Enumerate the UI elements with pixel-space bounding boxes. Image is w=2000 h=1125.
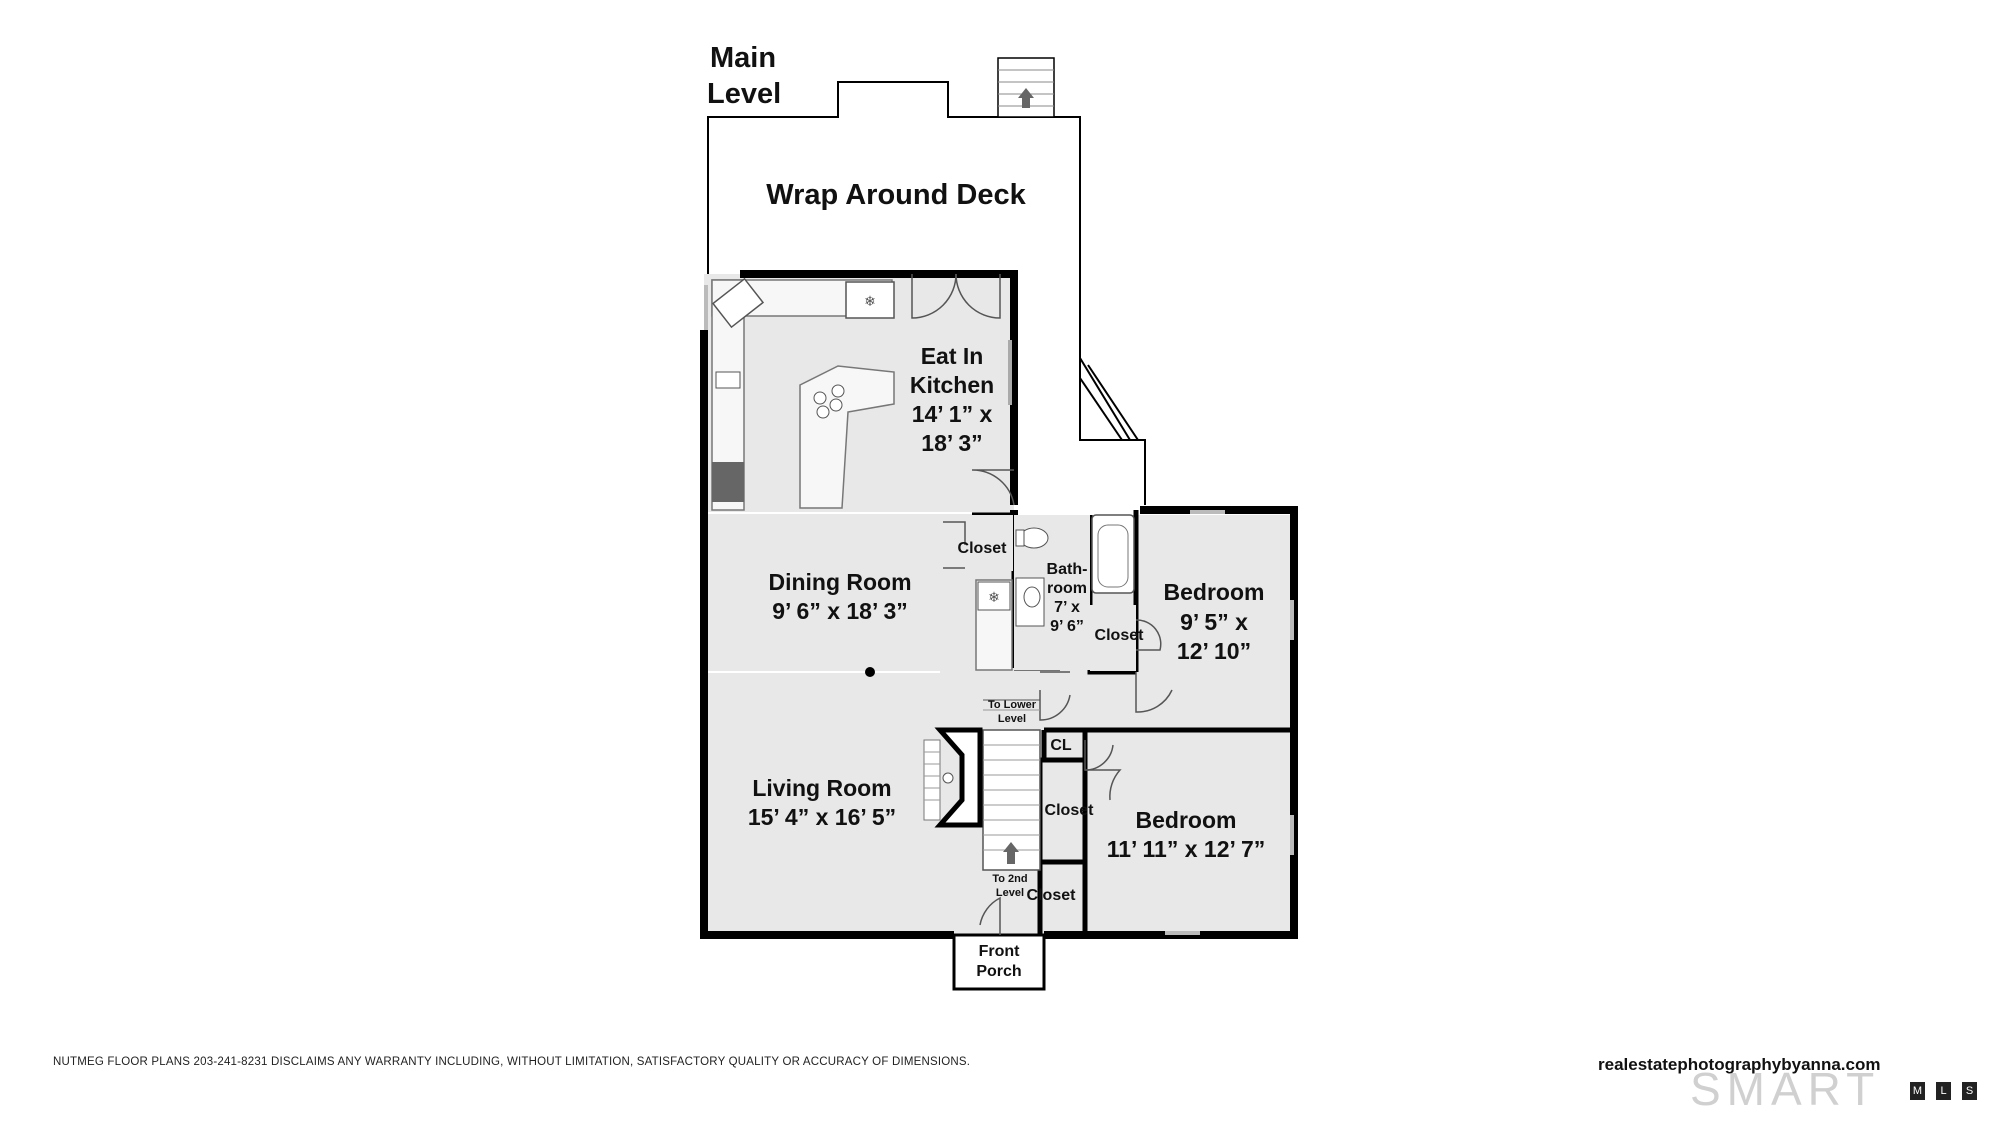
dining-closet: [943, 515, 1013, 571]
svg-text:Porch: Porch: [976, 963, 1021, 980]
svg-text:9’ 6” x 18’ 3”: 9’ 6” x 18’ 3”: [772, 598, 908, 624]
to-lower-level-label: To Lower Level: [988, 699, 1037, 725]
svg-text:To 2nd: To 2nd: [992, 873, 1027, 885]
windows: [704, 285, 1294, 935]
fireplace: [923, 727, 983, 828]
svg-text:7’ x: 7’ x: [1054, 599, 1080, 616]
dining-label: Dining Room 9’ 6” x 18’ 3”: [768, 569, 911, 624]
watermark-letter-m: M: [1910, 1082, 1925, 1100]
svg-text:18’ 3”: 18’ 3”: [921, 430, 982, 456]
closet-dining-label: Closet: [958, 540, 1008, 557]
post-marker: [865, 667, 875, 677]
svg-text:12’ 10”: 12’ 10”: [1177, 638, 1251, 664]
svg-text:To Lower: To Lower: [988, 699, 1037, 711]
svg-text:Kitchen: Kitchen: [910, 372, 994, 398]
website-link[interactable]: realestatephotographybyanna.com: [1598, 1055, 1881, 1074]
cl-label: CL: [1050, 737, 1072, 754]
bedroom1-label: Bedroom 9’ 5” x 12’ 10”: [1164, 579, 1265, 664]
bedroom1-closet: [1090, 605, 1173, 713]
kitchen-doors: [911, 273, 1015, 506]
to-second-level-label: To 2nd Level: [992, 873, 1027, 899]
level-title-line1: Main: [710, 42, 776, 74]
front-porch-label: Front Porch: [976, 943, 1021, 980]
front-porch: [952, 933, 1046, 991]
dining-cabinet: ❄: [975, 579, 1013, 671]
svg-text:Front: Front: [979, 943, 1021, 960]
hall-doors: [979, 671, 1122, 935]
up-arrow-icon: [1018, 88, 1034, 108]
closet-entry-label: Closet: [1027, 887, 1077, 904]
watermark-letter-s: S: [1962, 1082, 1977, 1100]
svg-text:Bedroom: Bedroom: [1164, 579, 1265, 605]
bedroom2-label: Bedroom 11’ 11” x 12’ 7”: [1107, 807, 1266, 862]
svg-text:Bedroom: Bedroom: [1136, 807, 1237, 833]
svg-text:14’ 1” x: 14’ 1” x: [912, 401, 993, 427]
deck-stairs: [997, 57, 1055, 118]
smart-mls-watermark: SMART: [1690, 1063, 1881, 1115]
up-arrow-icon: [1003, 842, 1019, 864]
svg-text:11’ 11” x 12’ 7”: 11’ 11” x 12’ 7”: [1107, 836, 1266, 862]
svg-text:Living Room: Living Room: [752, 775, 891, 801]
sink-icon: [711, 277, 765, 329]
kitchen-fixtures: ❄: [711, 277, 895, 502]
partition-lines: [708, 512, 972, 673]
deck-label: Wrap Around Deck: [766, 179, 1026, 211]
svg-text:❄: ❄: [864, 294, 876, 310]
bathroom-fixtures: [1014, 514, 1135, 670]
disclaimer-text: NUTMEG FLOOR PLANS 203-241-8231 DISCLAIM…: [53, 1056, 971, 1068]
svg-text:Level: Level: [996, 887, 1024, 899]
closet-bedroom1-label: Closet: [1095, 627, 1145, 644]
refrigerator-icon: [845, 281, 895, 319]
kitchen-label: Eat In Kitchen 14’ 1” x 18’ 3”: [910, 343, 994, 456]
svg-text:Level: Level: [998, 713, 1026, 725]
interior-stairs: [982, 699, 1041, 871]
stove-icon: [813, 391, 827, 405]
living-label: Living Room 15’ 4” x 16’ 5”: [748, 775, 896, 830]
svg-text:9’ 6”: 9’ 6”: [1050, 618, 1084, 635]
svg-text:9’ 5” x: 9’ 5” x: [1180, 609, 1248, 635]
svg-text:Eat In: Eat In: [921, 343, 984, 369]
watermark-letter-l: L: [1936, 1082, 1951, 1100]
bathroom-label: Bath- room 7’ x 9’ 6”: [1047, 561, 1088, 635]
level-title-line2: Level: [707, 78, 781, 110]
svg-text:15’ 4” x 16’ 5”: 15’ 4” x 16’ 5”: [748, 804, 896, 830]
deck-area: [707, 81, 1146, 505]
svg-text:Bath-: Bath-: [1047, 561, 1088, 578]
dishwasher-icon: [715, 371, 741, 389]
range-icon: [712, 462, 744, 502]
closet-bedroom2-label: Closet: [1045, 802, 1095, 819]
svg-text:room: room: [1047, 580, 1087, 597]
svg-text:❄: ❄: [988, 590, 1000, 606]
svg-text:Dining Room: Dining Room: [768, 569, 911, 595]
